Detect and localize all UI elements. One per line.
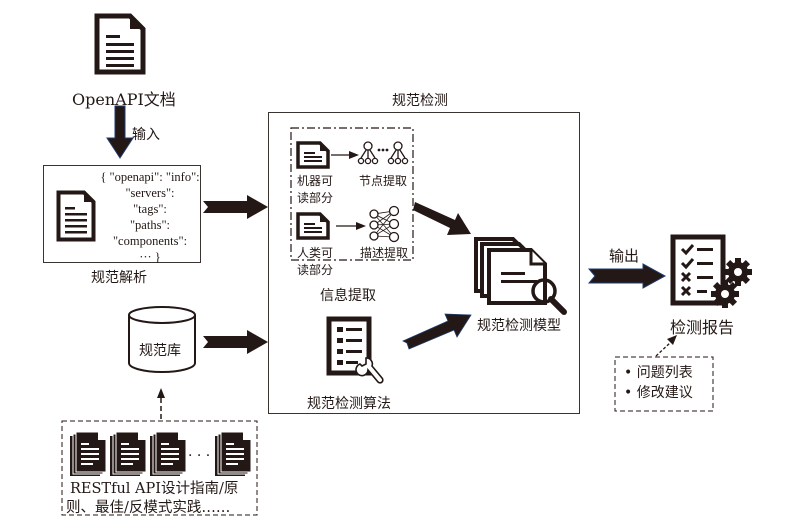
machine-to-node-arrow: [331, 151, 359, 159]
spec-library-database-icon: [128, 306, 196, 373]
neural-network-icon: [369, 205, 400, 243]
human-to-description-arrow: [336, 222, 366, 230]
node-extraction-label: 节点提取: [359, 174, 408, 188]
input-arrow-label: 输入: [132, 127, 160, 143]
machine-readable-label-line2: 读部分: [297, 191, 334, 205]
json-line: ··· }: [139, 250, 161, 264]
model-label: 规范检测模型: [477, 318, 561, 334]
report-label: 检测报告: [670, 318, 735, 337]
report-items-box: [614, 356, 714, 412]
guideline-documents-icon: [70, 431, 252, 477]
library-to-detection-arrow: [203, 330, 268, 354]
model-documents-magnifier-icon: [474, 237, 567, 315]
info-extraction-label: 信息提取: [320, 288, 376, 304]
json-line: { "openapi": "info":: [100, 170, 200, 184]
output-arrow: [587, 263, 667, 289]
algorithm-checklist-wrench-icon: [326, 316, 384, 384]
human-readable-label-line1: 人类可: [297, 246, 334, 260]
parsing-to-detection-arrow: [203, 195, 268, 219]
algorithm-label: 规范检测算法: [307, 396, 391, 412]
parsed-document-icon: [56, 190, 96, 242]
report-item-suggestions: • 修改建议: [624, 385, 693, 401]
report-checklist-gear-icon: [670, 234, 752, 308]
json-line: "servers":: [125, 186, 175, 200]
openapi-json-structure: { "openapi": "info": "servers": "tags": …: [95, 169, 205, 265]
openapi-document-label: OpenAPI文档: [72, 90, 176, 109]
report-item-issue-list: • 问题列表: [624, 365, 693, 381]
ellipsis: · · ·: [188, 448, 211, 464]
sources-label-line2: 则、最佳/反模式实践……: [66, 500, 231, 516]
node-tree-icon: [357, 141, 409, 165]
json-line: "paths":: [129, 218, 171, 232]
algorithm-to-model-arrow: [402, 313, 472, 350]
human-readable-document-icon: [296, 212, 330, 240]
sources-label-line1: RESTful API设计指南/原: [70, 481, 239, 497]
spec-detection-frame: [268, 112, 580, 414]
output-arrow-label: 输出: [609, 247, 640, 265]
input-arrow: [106, 105, 134, 159]
sources-to-library-arrow: [157, 388, 165, 422]
spec-library-label: 规范库: [139, 343, 181, 359]
json-line: "tags":: [133, 202, 167, 216]
description-extraction-label: 描述提取: [360, 246, 409, 260]
report-items: • 问题列表 • 修改建议: [624, 363, 693, 403]
spec-detection-title: 规范检测: [392, 93, 448, 109]
machine-readable-document-icon: [296, 141, 330, 169]
spec-parsing-label: 规范解析: [91, 270, 147, 286]
human-readable-label-line2: 读部分: [297, 263, 334, 277]
items-to-report-arrow: [655, 335, 677, 357]
openapi-document-icon: [94, 13, 146, 75]
json-line: "components":: [112, 234, 188, 248]
machine-readable-label-line1: 机器可: [297, 174, 334, 188]
extraction-to-model-arrow: [413, 202, 471, 235]
spec-parsing-box: [43, 165, 201, 263]
sources-box: [61, 420, 258, 516]
info-extraction-box: [290, 127, 414, 261]
